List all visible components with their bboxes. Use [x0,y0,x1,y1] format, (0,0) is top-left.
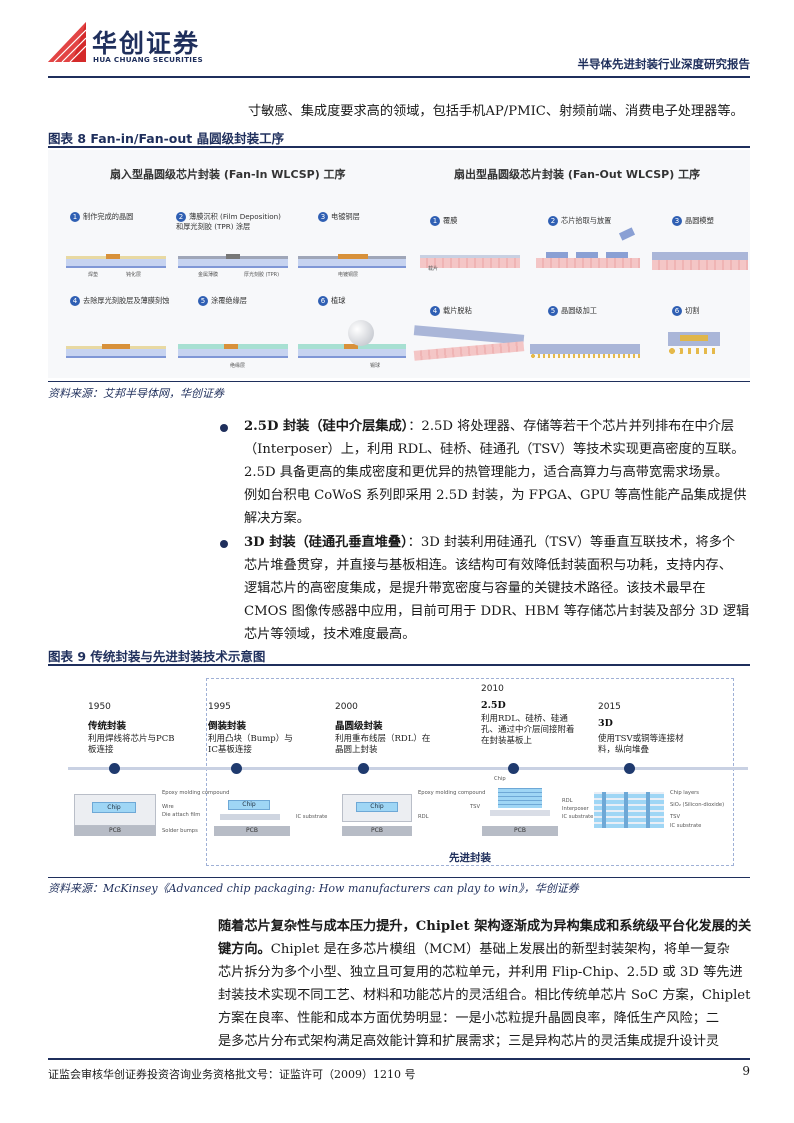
milestone-year: 2015 [598,702,621,712]
fig9-timeline: 1950 传统封装 利用焊线将芯片与PCB板连接 1995 倒装封装 利用凸块（… [48,672,750,874]
fanout-dice-unit [668,332,720,354]
page-number: 9 [742,1064,750,1078]
bullet-dot [220,540,228,548]
chip-pick-icon [618,227,636,241]
bullet-3d: 3D 封装（硅通孔垂直堆叠）：3D 封装利用硅通孔（TSV）等垂直互联技术，将多… [244,535,750,642]
milestone-year: 1950 [88,702,111,712]
bullet-2-5d-heading: 2.5D 封装（硅中介层集成） [244,419,409,434]
label-passivation: 钝化层 [126,272,142,278]
milestone-dot [109,763,120,774]
closing-lead: 随着芯片复杂性与成本压力提升，Chiplet 架构逐渐成为异构集成和系统级平台化… [218,919,752,957]
milestone-name: 晶圆级封装 [335,721,383,732]
fanin-wafer-5 [178,340,288,358]
label-carrier: 载片 [428,266,439,272]
fig9-source: 资料来源：McKinsey《Advanced chip packaging: H… [48,882,579,895]
milestone-dot [358,763,369,774]
label-plated-cu: 电镀铜层 [338,272,359,278]
milestone-dot [624,763,635,774]
fanin-wafer-6 [298,340,406,358]
milestone-desc: 利用凸块（Bump）与IC基板连接 [208,734,293,755]
pkg-2-5d: Chip PCB TSV RDL Interposer IC substrate [470,776,594,836]
company-logo: 华创证券 HUA CHUANG SECURITIES [48,22,208,66]
fig9-title: 图表 9 传统封装与先进封装技术示意图 [48,649,266,664]
milestone-dot [231,763,242,774]
fanout-debond-carrier [413,341,525,361]
label-dielectric: 绝缘层 [230,363,246,369]
fanout-wafer-2 [536,250,640,268]
timeline-axis [68,767,748,770]
fanin-wafer-4 [66,340,166,358]
pkg-wirebond: Chip PCB Epoxy molding compound Wire Die… [74,790,229,836]
pkg-waferlevel: Chip PCB Epoxy molding compound RDL [342,790,485,836]
milestone-desc: 利用重布线层（RDL）在晶圆上封装 [335,734,431,755]
fanin-wafer-3 [298,250,406,268]
advanced-packaging-label: 先进封装 [449,852,491,864]
solder-ball-icon [348,320,374,346]
fig8-title: 图表 8 Fan-in/Fan-out 晶圆级封装工序 [48,131,285,146]
logo-chinese-name: 华创证券 [92,29,201,58]
fanout-wafer-1 [420,250,520,268]
milestone-desc: 利用RDL、硅桥、硅通孔、通过中介层间接附着在封装基板上 [481,714,575,746]
milestone-year: 1995 [208,702,231,712]
fig8-diagram: 扇入型晶圆级芯片封装 (Fan-In WLCSP) 工序 扇出型晶圆级芯片封装 … [48,150,750,378]
fig9-top-rule [48,664,750,666]
fig8-bottom-rule [48,381,750,382]
label-pad: 焊垫 [88,272,99,278]
logo-english-name: HUA CHUANG SECURITIES [93,55,203,64]
fanout-wafer-5 [530,340,640,358]
advanced-packaging-box [206,678,734,866]
label-metal-film: 金属薄膜 [198,272,219,278]
pkg-flipchip: Chip PCB IC substrate [212,790,342,836]
footer-license: 证监会审核华创证券投资咨询业务资格批文号：证监许可（2009）1210 号 [48,1068,416,1081]
label-solder-ball: 锡球 [370,363,381,369]
bullet-3d-heading: 3D 封装（硅通孔垂直堆叠） [244,535,408,550]
header-divider [48,76,750,78]
milestone-desc: 使用TSV或铜等连接材料，纵向堆叠 [598,734,684,755]
milestone-name: 2.5D [481,700,506,711]
label-tpr: 厚光刻胶 (TPR) [244,272,280,278]
closing-paragraph: 随着芯片复杂性与成本压力提升，Chiplet 架构逐渐成为异构集成和系统级平台化… [218,919,752,1049]
milestone-desc: 利用焊线将芯片与PCB板连接 [88,734,175,755]
milestone-year: 2000 [335,702,358,712]
fanout-wafer-3 [652,248,748,270]
fanin-wafer-1 [66,250,166,268]
milestone-name: 传统封装 [88,721,127,732]
fanout-heading: 扇出型晶圆级芯片封装 (Fan-Out WLCSP) 工序 [454,168,701,181]
intro-line: 寸敏感、集成度要求高的领域，包括手机AP/PMIC、射频前端、消费电子处理器等。 [248,104,744,119]
fig8-top-rule [48,146,750,148]
bullet-dot [220,424,228,432]
report-title: 半导体先进封装行业深度研究报告 [577,57,751,71]
milestone-year: 2010 [481,684,504,694]
pkg-3d: Chip layers SiO₂ (Silicon-dioxide) TSV I… [594,790,754,836]
company-logo-mark-icon [48,22,86,62]
milestone-name: 倒装封装 [208,721,247,732]
milestone-dot [508,763,519,774]
milestone-name: 3D [598,718,613,729]
fig8-source: 资料来源：艾邦半导体网，华创证券 [48,387,224,400]
fanin-wafer-2 [178,250,288,268]
bullet-2-5d: 2.5D 封装（硅中介层集成）：2.5D 将处理器、存储等若干个芯片并列排布在中… [244,419,747,526]
fig9-bottom-rule [48,877,750,878]
footer-divider [48,1058,750,1060]
fanin-heading: 扇入型晶圆级芯片封装 (Fan-In WLCSP) 工序 [110,168,346,181]
